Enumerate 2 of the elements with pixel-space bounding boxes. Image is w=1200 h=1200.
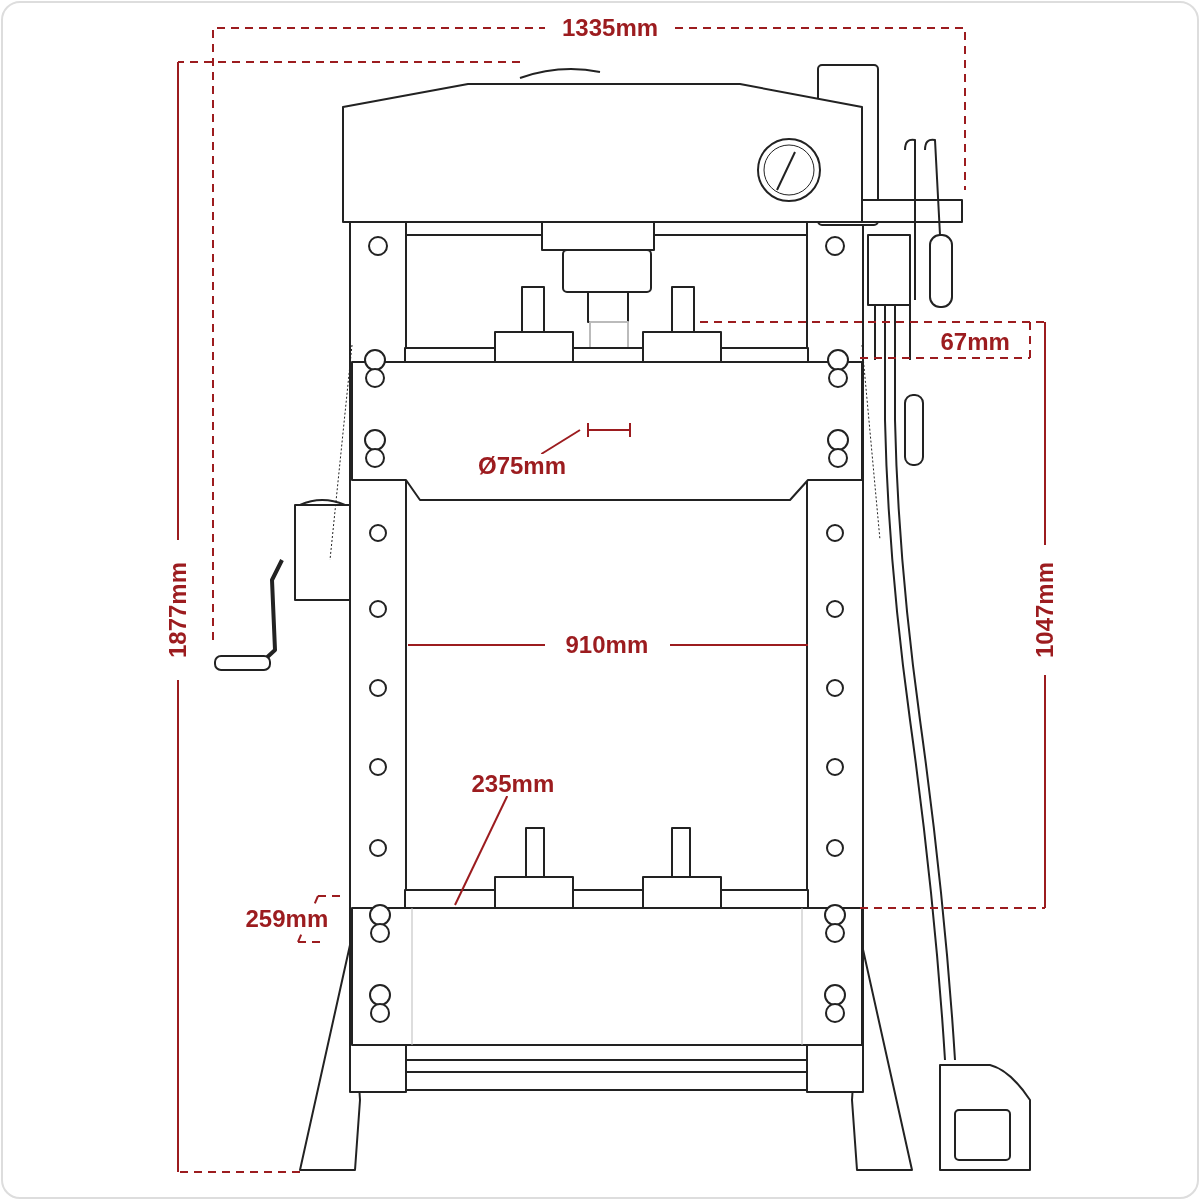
leader-line [454,795,509,906]
leader-line [540,429,581,455]
